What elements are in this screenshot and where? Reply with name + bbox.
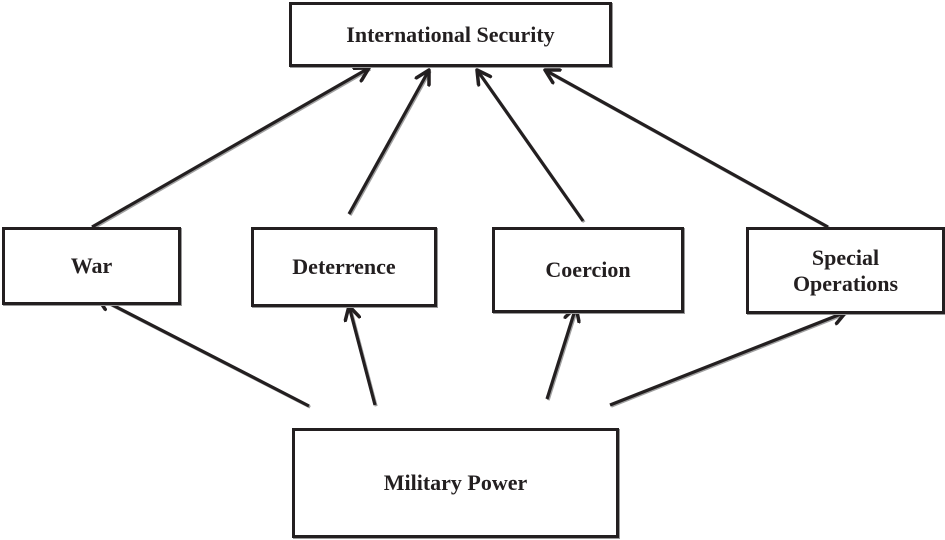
node-label: War [70,253,113,279]
node-label: Deterrence [292,254,396,280]
arrow-mil-to-spec [609,312,846,407]
node-label: Coercion [545,257,631,283]
node-deterrence: Deterrence [251,227,437,307]
arrow-shadow [348,306,378,407]
arrow-shadow [97,296,311,409]
node-war: War [2,227,181,305]
arrow-spec-to-intl [545,70,829,229]
node-label: Special Operations [792,245,899,296]
node-coercion: Coercion [492,227,684,313]
node-international-security: International Security [289,2,612,67]
arrow-shadow [610,311,848,408]
arrow-shadow [545,69,830,230]
arrow-mil-to-war [97,297,310,408]
node-military-power: Military Power [292,428,619,538]
arrow-shadow [476,70,586,224]
arrow-shadow [92,67,371,230]
node-label: International Security [346,21,555,47]
arrow-shadow [348,70,432,216]
arrow-det-to-intl [347,70,429,215]
node-label: Military Power [383,470,528,496]
arrow-coe-to-intl [477,70,585,222]
arrow-mil-to-det [349,306,377,406]
arrow-shadow [546,307,579,401]
node-special-operations: Special Operations [746,227,945,314]
arrow-mil-to-coe [545,307,576,400]
arrow-war-to-intl [91,68,369,229]
